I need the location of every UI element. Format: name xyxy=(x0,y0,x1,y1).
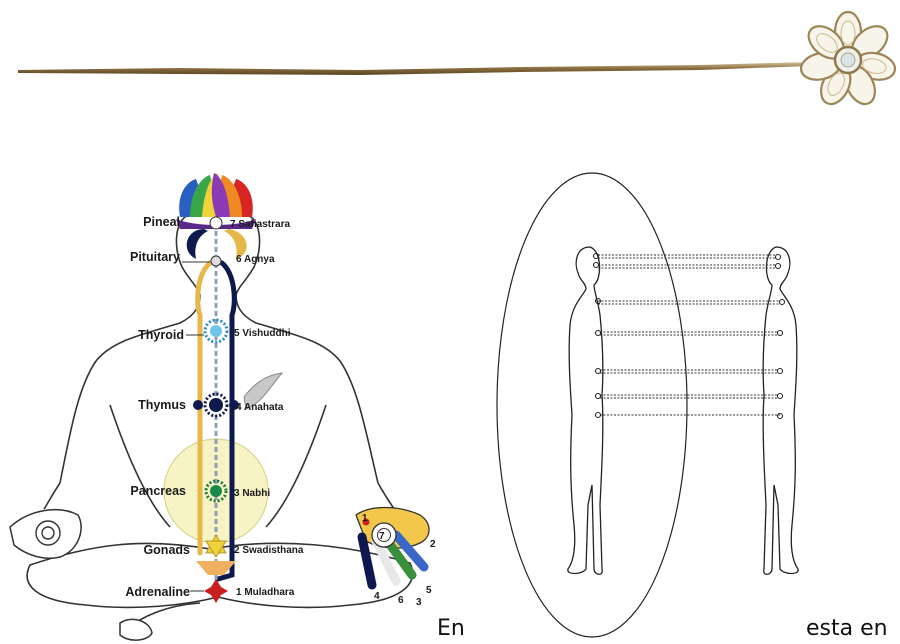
left-hand-icon xyxy=(10,510,81,559)
hat-pin-divider xyxy=(0,0,900,130)
aura-oval xyxy=(497,173,687,637)
gland-label-thymus: Thymus xyxy=(138,398,186,412)
energy-connection-lines xyxy=(598,255,780,415)
finger-number-3: 3 xyxy=(416,597,422,608)
body-text-left: En xyxy=(437,616,465,641)
finger-number-4: 4 xyxy=(374,591,380,602)
chakra-label-vishuddhi: 5 Vishuddhi xyxy=(234,328,291,339)
anahata-chakra-icon xyxy=(205,394,227,416)
right-human-silhouette xyxy=(763,247,798,574)
finger-number-1: 1 xyxy=(362,513,368,524)
chakra-figure: Pineal Pituitary Thyroid Thymus Pancreas… xyxy=(0,165,440,644)
flower-head-icon xyxy=(798,12,897,109)
finger-number-7: 7 xyxy=(379,531,385,542)
chakra-label-anahata: 4 Anahata xyxy=(236,402,284,413)
gland-label-adrenaline: Adrenaline xyxy=(125,585,190,599)
gland-label-pancreas: Pancreas xyxy=(130,484,186,498)
chakra-label-swadisthana: 2 Swadisthana xyxy=(234,545,304,556)
body-text-right: esta en xyxy=(806,616,888,641)
gland-label-gonads: Gonads xyxy=(143,543,190,557)
chakra-label-agnya: 6 Agnya xyxy=(236,254,275,265)
aura-figures-diagram xyxy=(490,165,900,644)
finger-number-6: 6 xyxy=(398,595,404,606)
gland-label-thyroid: Thyroid xyxy=(138,328,184,342)
chakra-label-muladhara: 1 Muladhara xyxy=(236,587,295,598)
finger-number-2: 2 xyxy=(430,539,436,550)
finger-number-5: 5 xyxy=(426,585,432,596)
chakra-label-sahastrara: 7 Sahastrara xyxy=(230,219,290,230)
gland-label-pineal: Pineal xyxy=(143,215,180,229)
left-human-silhouette xyxy=(568,247,603,574)
chakra-label-nabhi: 3 Nabhi xyxy=(234,488,270,499)
gland-label-pituitary: Pituitary xyxy=(130,250,180,264)
